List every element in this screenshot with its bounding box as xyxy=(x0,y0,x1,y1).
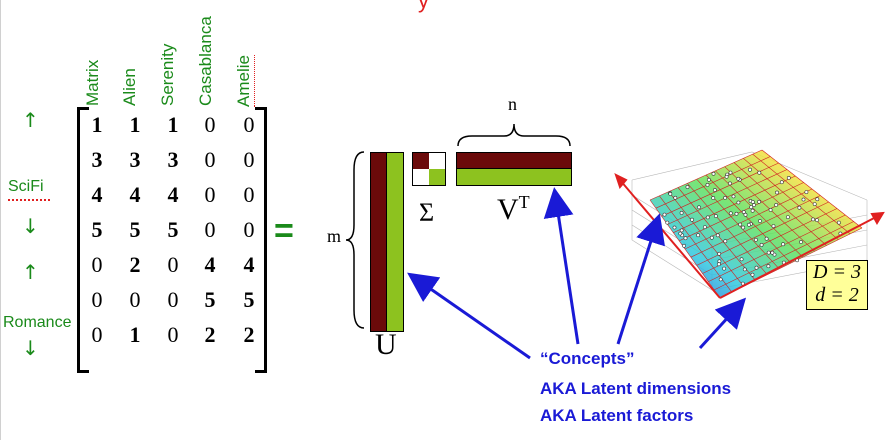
scifi-up-arrow: ↑ xyxy=(22,108,39,132)
matrix-cell: 0 xyxy=(204,182,216,207)
matrix-cell: 5 xyxy=(204,287,216,312)
plot-points xyxy=(662,167,843,286)
vt-label-base: V xyxy=(497,193,519,226)
dimension-big-d: D = 3 xyxy=(813,261,861,283)
scifi-underline xyxy=(8,197,50,201)
vt-label: VT xyxy=(497,192,530,227)
u-label: U xyxy=(375,328,397,361)
matrix-cell: 0 xyxy=(204,217,216,242)
concepts-aka-factors: AKA Latent factors xyxy=(540,406,694,425)
matrix-cell: 5 xyxy=(167,217,179,242)
matrix-cell: 0 xyxy=(204,112,216,137)
matrix-cell: 4 xyxy=(204,252,216,277)
m-brace xyxy=(345,151,365,329)
matrix-cell: 0 xyxy=(167,252,179,277)
latent-3d-plot xyxy=(614,149,885,299)
romance-label: Romance xyxy=(3,314,72,331)
m-label: m xyxy=(327,226,342,246)
concepts-aka-dimensions: AKA Latent dimensions xyxy=(540,379,732,398)
romance-down-arrow: ↓ xyxy=(22,336,39,360)
dimension-box: D = 3 d = 2 xyxy=(806,260,868,310)
matrix-cell: 4 xyxy=(91,182,103,207)
matrix-cell: 0 xyxy=(167,322,179,347)
matrix-cell: 5 xyxy=(91,217,103,242)
matrix-cell: 1 xyxy=(129,112,141,137)
matrix-cell: 5 xyxy=(129,217,141,242)
n-label: n xyxy=(508,94,517,114)
equals-sign: = xyxy=(274,212,294,250)
matrix-cell: 0 xyxy=(204,147,216,172)
plot-axes xyxy=(614,173,885,299)
matrix-cell: 0 xyxy=(91,287,103,312)
matrix-cell: 0 xyxy=(91,252,103,277)
slide-edge xyxy=(0,0,1,440)
arrow-to-vt xyxy=(543,187,580,345)
matrix-left-bracket xyxy=(77,107,89,373)
matrix-cell: 2 xyxy=(243,322,255,347)
matrix-cell: 3 xyxy=(129,147,141,172)
scifi-down-arrow: ↓ xyxy=(22,214,39,238)
matrix-right-bracket xyxy=(255,107,267,373)
matrix-cell: 1 xyxy=(129,322,141,347)
matrix-cell: 0 xyxy=(129,287,141,312)
arrow-to-axis2 xyxy=(698,297,747,350)
vt-label-sup: T xyxy=(518,192,530,212)
matrix-cell: 4 xyxy=(129,182,141,207)
plot-surface-grid xyxy=(649,149,863,299)
u-matrix-green-column xyxy=(386,152,404,332)
matrix-cell: 0 xyxy=(243,182,255,207)
matrix-cell: 0 xyxy=(91,322,103,347)
matrix-cell: 0 xyxy=(167,287,179,312)
matrix-cell: 0 xyxy=(243,217,255,242)
scifi-label: SciFi xyxy=(8,178,44,195)
matrix-cell: 4 xyxy=(243,252,255,277)
matrix-cell: 1 xyxy=(167,112,179,137)
matrix-cell: 2 xyxy=(204,322,216,347)
matrix-cell: 3 xyxy=(91,147,103,172)
sigma-matrix xyxy=(412,152,446,186)
concepts-title: “Concepts” xyxy=(540,349,635,368)
matrix-cell: 4 xyxy=(167,182,179,207)
romance-up-arrow: ↑ xyxy=(22,260,39,284)
n-brace xyxy=(457,123,571,147)
matrix-cell: 0 xyxy=(243,147,255,172)
matrix-cell: 1 xyxy=(91,112,103,137)
arrow-to-u xyxy=(407,272,531,360)
matrix-cell: 3 xyxy=(167,147,179,172)
matrix-cell: 2 xyxy=(129,252,141,277)
dimension-small-d: d = 2 xyxy=(815,284,859,306)
matrix-cell: 0 xyxy=(243,112,255,137)
sigma-label: Σ xyxy=(419,198,435,227)
title-fragment: y xyxy=(418,0,429,13)
matrix-cell: 5 xyxy=(243,287,255,312)
arrow-to-axis1 xyxy=(616,213,665,345)
vt-matrix-green-row xyxy=(456,168,572,186)
